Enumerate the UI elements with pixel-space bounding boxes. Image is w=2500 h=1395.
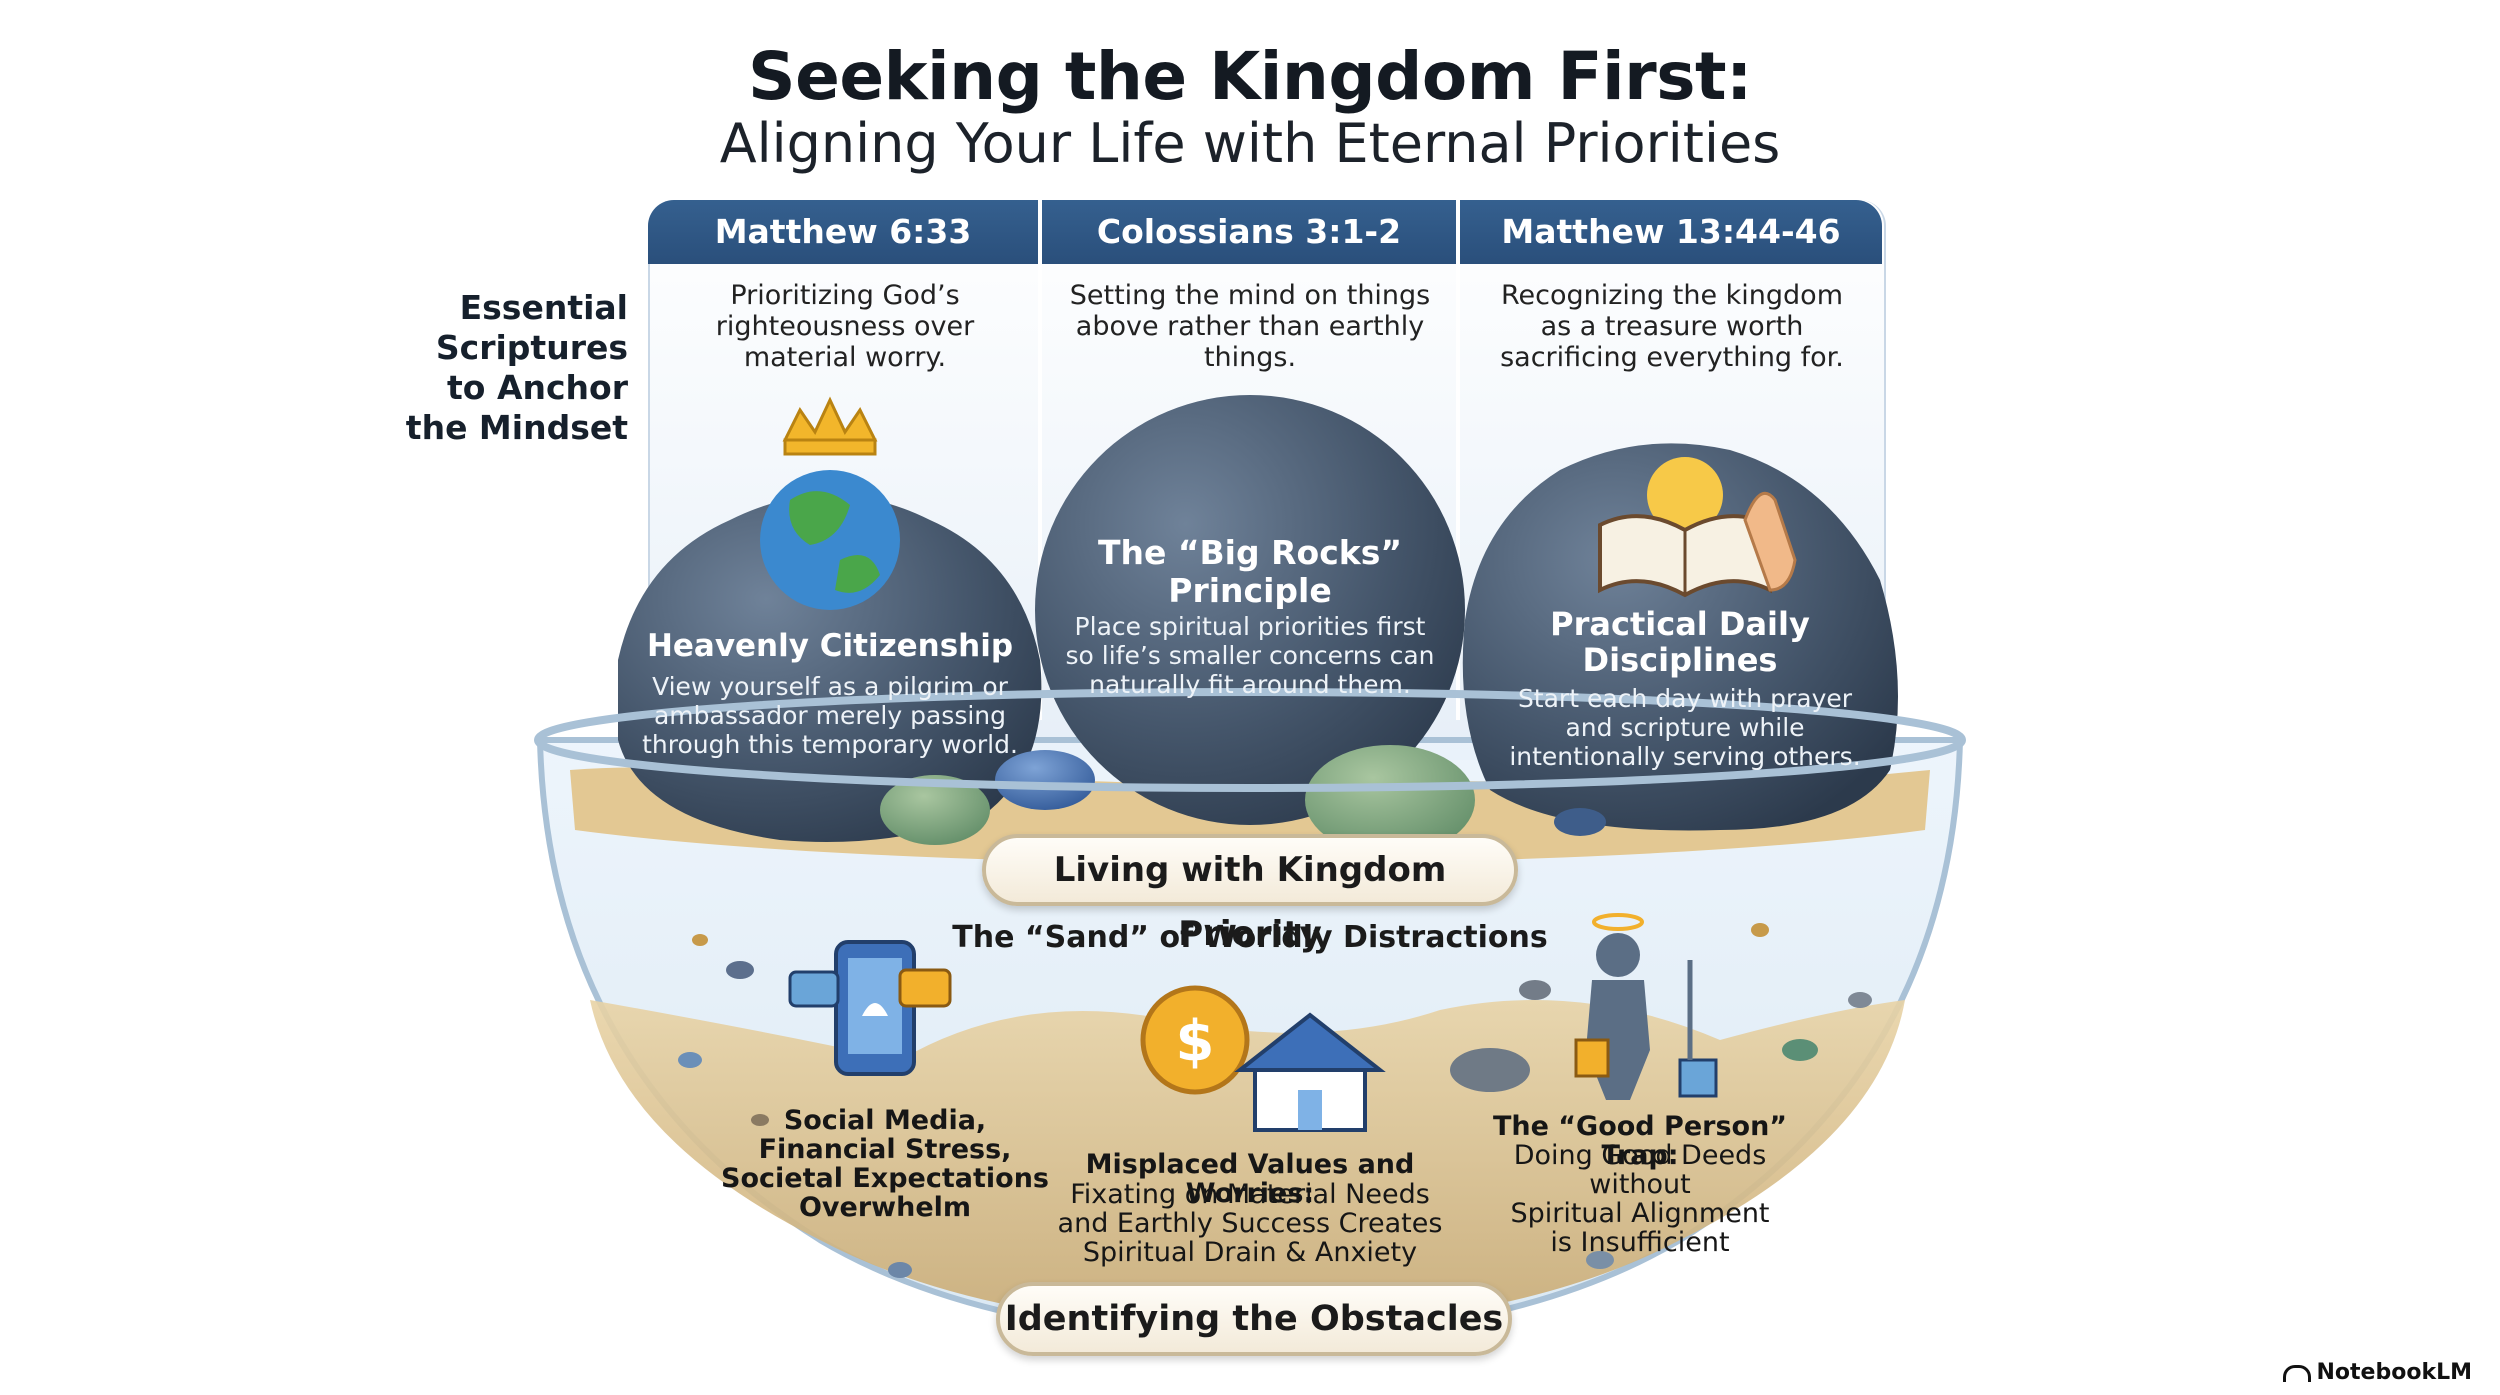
sand-distractions-heading: The “Sand” of Worldly Distractions [952,920,1548,955]
brand-label: NotebookLM [2316,1360,2472,1385]
label-living-with-kingdom-priority: Living with Kingdom Priority [982,834,1518,954]
scriptures-side-label: Essential Scriptures to Anchor the Minds… [405,288,628,447]
blue-stone [995,750,1095,810]
scripture-header-2: Colossians 3:1-2 [1042,200,1456,264]
rock-heavenly-citizenship [618,495,1042,842]
label-identifying-the-obstacles: Identifying the Obstacles [996,1282,1512,1356]
page-subtitle: Aligning Your Life with Eternal Prioriti… [719,112,1781,175]
person-halo-cleaning-icon [1574,913,1718,1100]
smartphone-notifications-icon [788,940,952,1076]
obstacle-good-person-text: Doing Good Deeds without Spiritual Align… [1510,1140,1770,1258]
scripture-description-1: Prioritizing God’s righteousness over ma… [715,280,975,373]
obstacle-good-person-title: The “Good Person” Trap: [1492,1111,1788,1171]
page-title: Seeking the Kingdom First: [748,38,1752,115]
crowned-globe-icon [760,396,900,610]
scripture-description-3: Recognizing the kingdom as a treasure wo… [1500,280,1844,373]
obstacle-misplaced-values-title: Misplaced Values and Worries: [1085,1149,1415,1209]
bowl-rim [534,688,1966,792]
green-stone [880,775,990,845]
green-stone [1305,745,1475,855]
obstacle-misplaced-values-text: Fixating on Material Needs and Earthly S… [1057,1179,1443,1268]
rock-title-heavenly-citizenship: Heavenly Citizenship [646,628,1014,664]
notebooklm-brand: NotebookLM [2282,1360,2472,1385]
rock-title-big-rocks: The “Big Rocks” Principle [1097,533,1403,610]
bible-prayer-sunrise-icon [1598,457,1797,598]
scripture-description-2: Setting the mind on things above rather … [1069,280,1431,373]
obstacle-social-media: Social Media, Financial Stress, Societal… [721,1105,1049,1223]
sand-layer [590,1000,1905,1330]
scripture-header-1: Matthew 6:33 [648,200,1038,264]
column-divider [1456,200,1460,720]
column-divider [1038,200,1042,720]
scattered-pebbles [678,923,1872,1278]
notebooklm-logo-icon [2282,1364,2311,1382]
dollar-coin-house-icon: $ [1140,985,1386,1132]
scripture-header-3: Matthew 13:44-46 [1460,200,1882,264]
rock-body-daily-disciplines: Start each day with prayer and scripture… [1509,684,1861,771]
svg-text:$: $ [1176,1009,1215,1074]
rock-body-big-rocks: Place spiritual priorities first so life… [1065,612,1435,699]
rock-title-daily-disciplines: Practical Daily Disciplines [1550,605,1810,679]
blue-pebble [1554,808,1606,836]
rock-big-rocks-principle [1035,395,1465,825]
rock-body-heavenly-citizenship: View yourself as a pilgrim or ambassador… [642,672,1018,759]
